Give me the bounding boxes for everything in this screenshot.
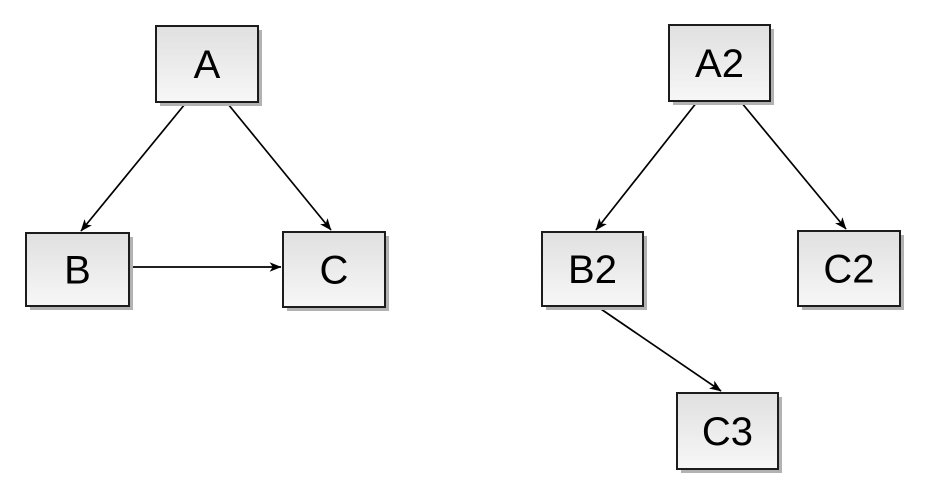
node-label-A2: A2 (695, 42, 744, 86)
edge-A2-B2[interactable] (595, 101, 698, 231)
node-C[interactable]: C (282, 231, 389, 311)
node-C3[interactable]: C3 (676, 392, 782, 473)
edge-A-C[interactable] (227, 103, 332, 231)
node-label-A: A (194, 43, 221, 87)
node-box (797, 230, 901, 307)
left-graph: A B C (25, 25, 389, 311)
node-box (541, 231, 644, 307)
node-box (155, 25, 259, 103)
node-C2[interactable]: C2 (797, 230, 904, 310)
node-box (676, 392, 779, 470)
edge-B2-C3[interactable] (597, 306, 722, 392)
node-label-C3: C3 (702, 410, 753, 454)
node-label-C2: C2 (823, 248, 874, 292)
node-A[interactable]: A (155, 25, 262, 106)
node-box (668, 24, 771, 102)
node-B2[interactable]: B2 (541, 231, 647, 310)
node-A2[interactable]: A2 (668, 24, 774, 105)
edge-A2-C2[interactable] (740, 101, 847, 230)
node-box (25, 232, 130, 307)
node-label-B2: B2 (568, 248, 617, 292)
node-B[interactable]: B (25, 232, 133, 310)
node-label-C: C (320, 249, 349, 293)
node-label-B: B (64, 249, 91, 293)
edge-A-B[interactable] (80, 103, 186, 232)
node-box (282, 231, 386, 308)
